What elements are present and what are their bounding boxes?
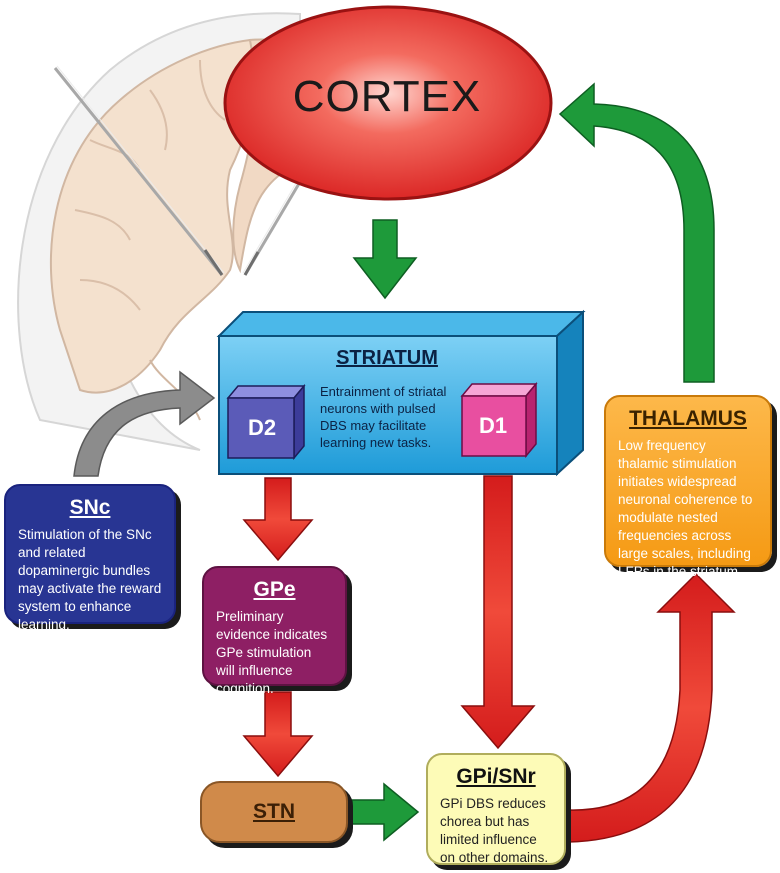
snc-description: Stimulation of the SNc and related dopam… [18,527,162,632]
d1-cube [460,381,538,459]
snc-box: SNc Stimulation of the SNc and related d… [4,484,176,632]
striatum-title: STRIATUM [336,347,438,369]
d2-label: D2 [247,415,277,440]
thalamus-description: Low frequency thalamic stimulation initi… [618,438,753,579]
cortex-label: CORTEX [292,72,482,121]
arrow-striatum-to-gpe [242,477,314,562]
thalamus-title: THALAMUS [629,407,747,430]
snc-title: SNc [69,496,111,519]
stn-box: STN [200,781,348,843]
thalamus-box: THALAMUS Low frequency thalamic stimulat… [604,395,772,579]
gpe-title: GPe [253,578,296,601]
arrow-striatum-to-gpi [460,475,536,750]
arrow-snc-to-striatum [73,370,216,477]
d1-label: D1 [478,413,508,438]
arrow-stn-to-gpi [351,782,420,842]
arrow-gpi-to-thalamus [567,572,736,843]
gpe-box: GPe Preliminary evidence indicates GPe s… [202,566,347,696]
gpe-description: Preliminary evidence indicates GPe stimu… [216,609,328,696]
gpi-snr-box: GPi/SNr GPi DBS reduces chorea but has l… [426,753,566,865]
striatum-description: Entrainment of striatal neurons with pul… [320,384,447,450]
arrow-gpe-to-stn [242,691,314,778]
arrow-thalamus-to-cortex [558,82,715,383]
gpi-snr-title: GPi/SNr [456,765,536,788]
cortex-ellipse [223,5,553,201]
arrow-cortex-to-striatum [352,219,418,300]
d2-cube [226,383,306,461]
gpi-snr-description: GPi DBS reduces chorea but has limited i… [440,796,549,865]
